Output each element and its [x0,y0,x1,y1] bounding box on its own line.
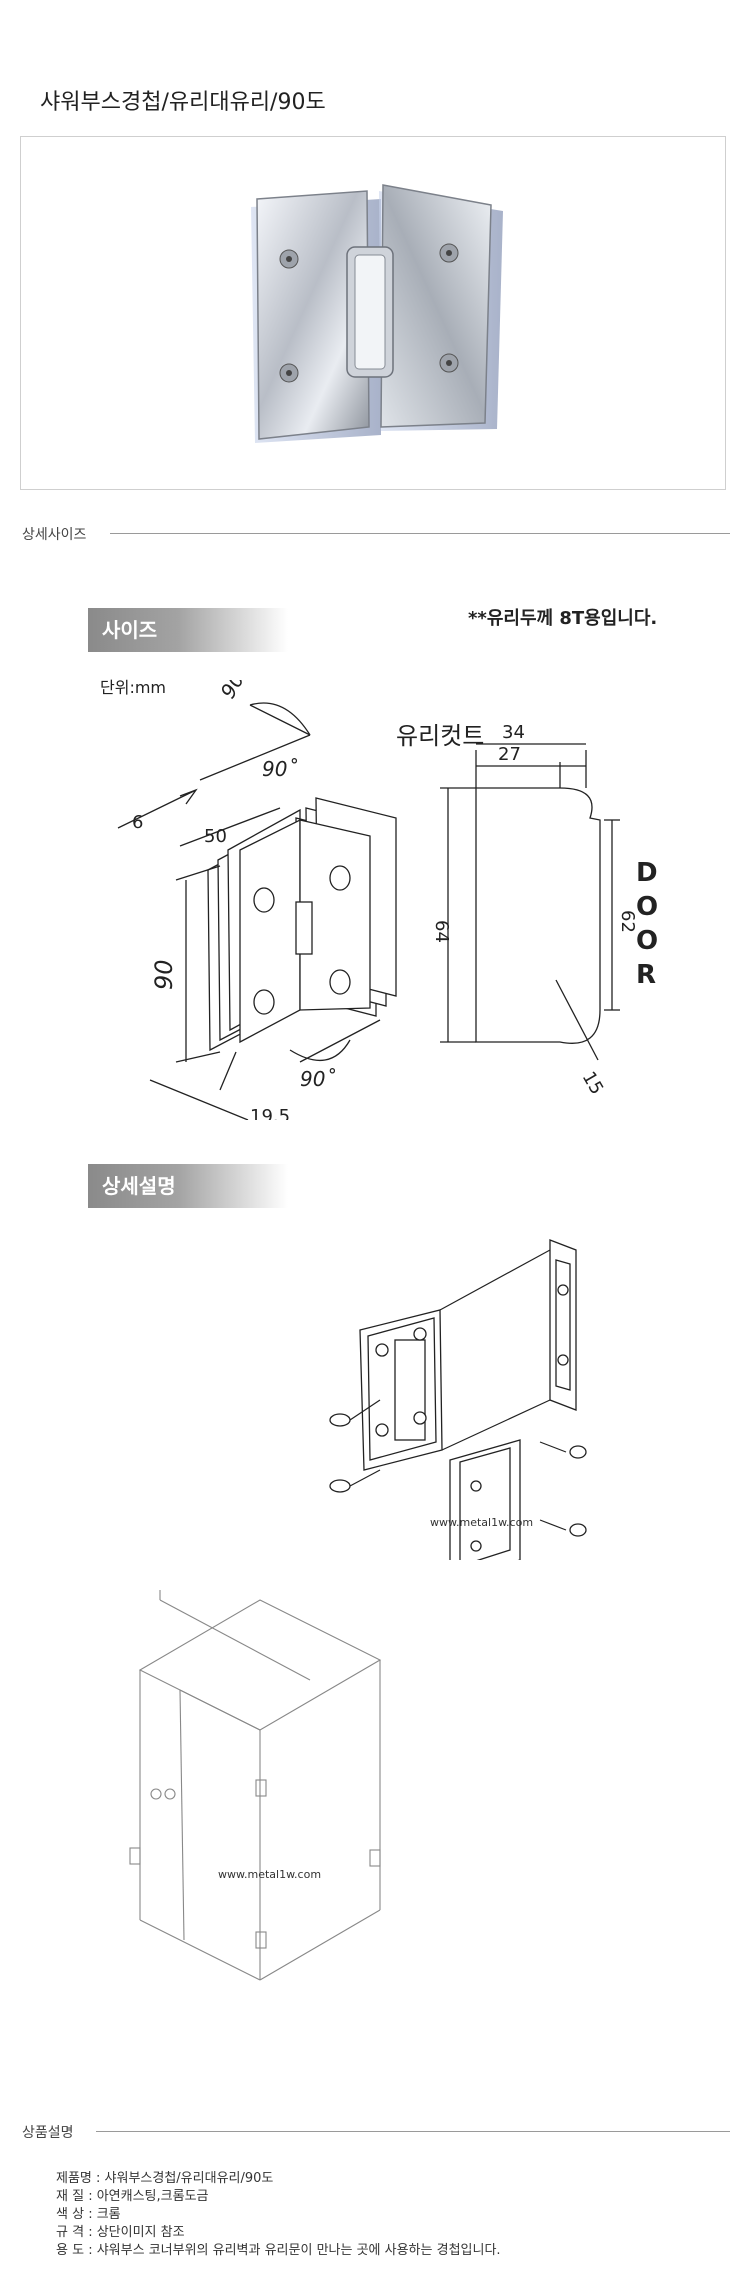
dim-6: 6 [132,812,143,833]
shower-booth-drawing: www.metal1w.com [129,1590,382,1981]
dimension-drawing: 90˚ 90˚ 90˚ 90 6 50 19.5 34 27 64 62 15 [117,680,638,1120]
door-letter: D [636,858,658,888]
unit-label: 단위:mm [100,678,167,697]
page-title: 샤워부스경첩/유리대유리/90도 [40,90,326,115]
dim-34: 34 [502,722,525,743]
watermark-exploded: www.metal1w.com [430,1516,533,1529]
spec-row: 재 질 : 아연캐스팅,크롬도금 [56,2189,209,2204]
size-tag: 사이즈 [88,608,288,652]
section-heading-product-desc: 상품설명 [22,2125,74,2141]
glass-cut-label: 유리컷트 [396,722,485,750]
glass-thickness-note: **유리두께 8T용입니다. [468,608,658,629]
door-label: D O O R [636,858,658,994]
spec-row: 규 격 : 상단이미지 참조 [56,2225,185,2240]
exploded-view: www.metal1w.com [329,1239,587,1560]
dim-15: 15 [578,1068,608,1098]
door-letter: O [636,892,659,922]
dim-angle-bottom: 90˚ [300,1067,335,1091]
section-divider [110,533,730,534]
product-photo-frame [20,136,726,490]
product-photo [251,184,503,443]
dim-19-5: 19.5 [250,1106,290,1120]
dim-50: 50 [204,826,227,847]
door-letter: R [636,960,657,990]
watermark-booth: www.metal1w.com [218,1868,321,1881]
door-letter: O [636,926,659,956]
spec-list: 제품명 : 샤워부스경첩/유리대유리/90도 재 질 : 아연캐스팅,크롬도금 … [56,2170,501,2260]
section-heading-size-detail: 상세사이즈 [22,527,87,543]
dim-62: 62 [617,910,638,933]
dim-90-height: 90 [150,959,178,990]
spec-row: 제품명 : 샤워부스경첩/유리대유리/90도 [56,2171,274,2186]
dim-angle-top: 90˚ [216,680,255,703]
section-divider [96,2131,730,2132]
spec-row: 용 도 : 샤워부스 코너부위의 유리벽과 유리문이 만나는 곳에 사용하는 경… [56,2243,501,2258]
dim-64: 64 [431,920,452,943]
spec-row: 색 상 : 크롬 [56,2207,121,2222]
dim-27: 27 [498,744,521,765]
dim-angle-mid: 90˚ [262,757,297,781]
detail-tag: 상세설명 [88,1164,288,1208]
